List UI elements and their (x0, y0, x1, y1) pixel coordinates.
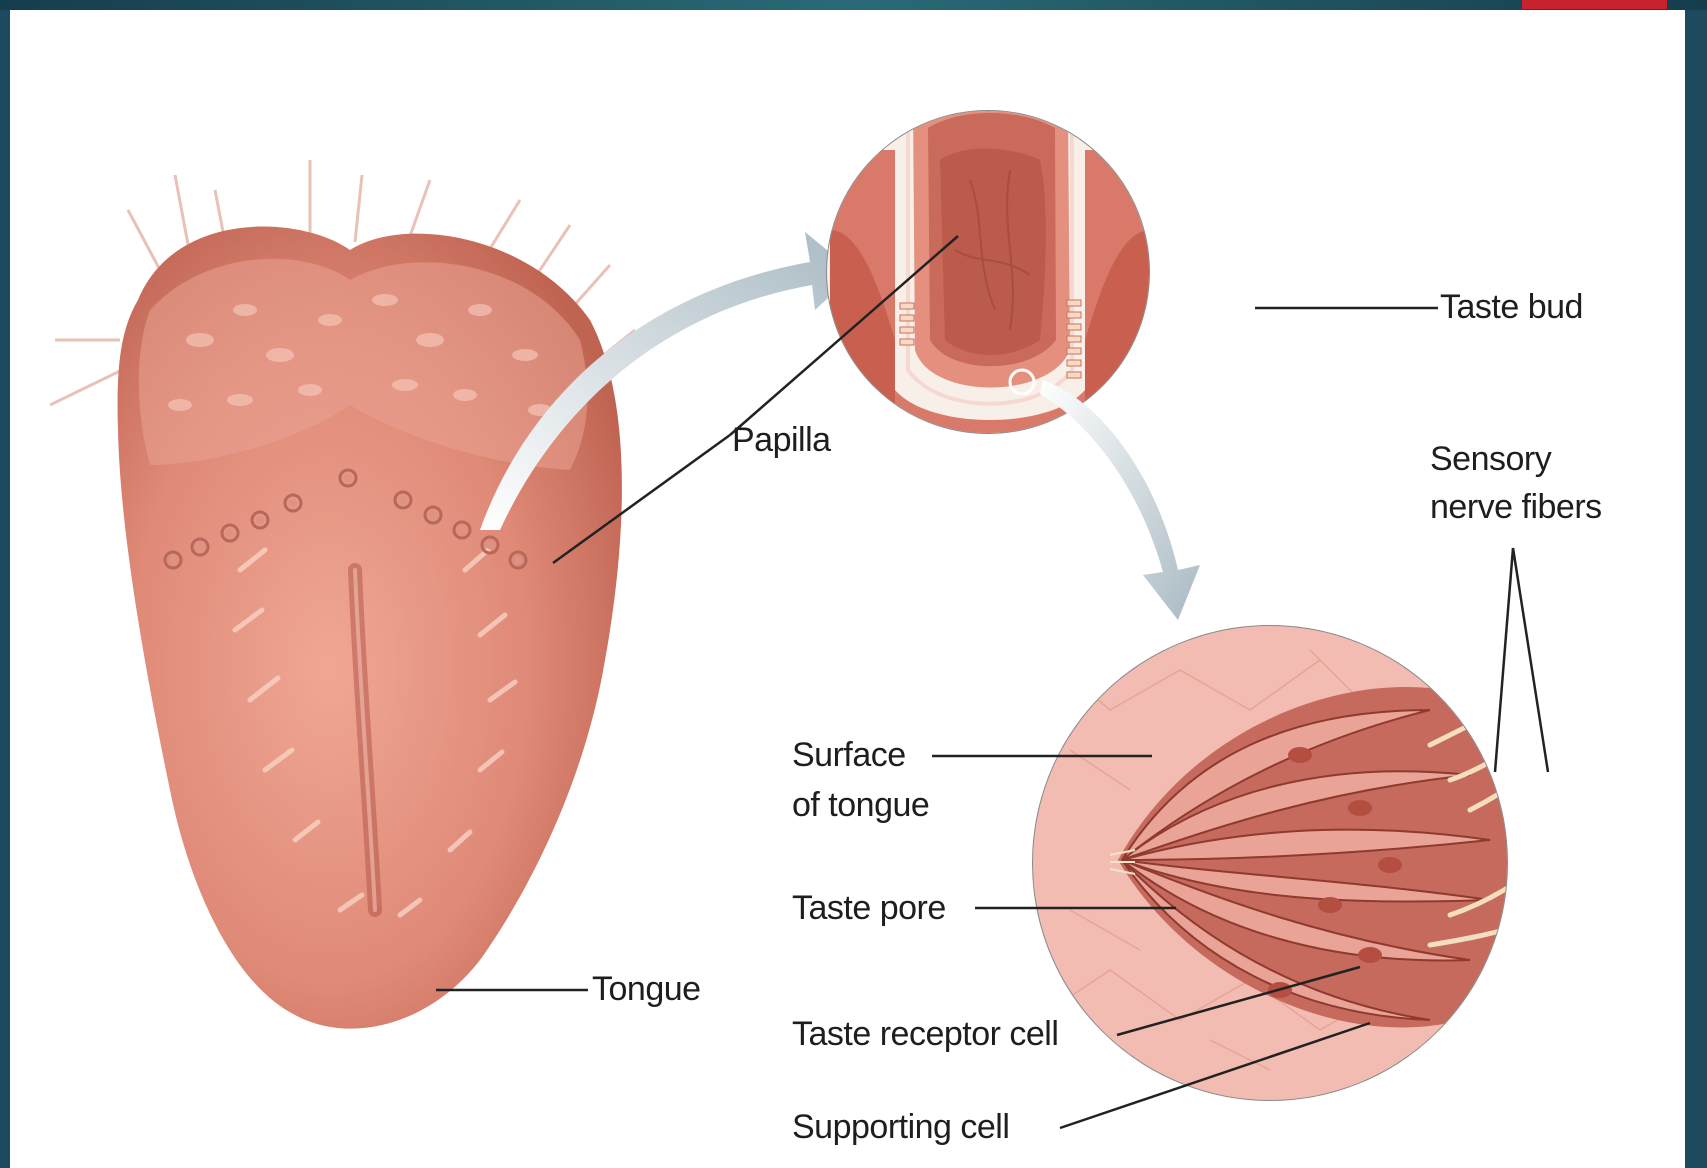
frame-top-bar (0, 0, 1707, 10)
zoom-arrow-2 (1040, 380, 1200, 620)
label-supporting-cell: Supporting cell (792, 1103, 1009, 1151)
label-sensory-line2: nerve fibers (1430, 483, 1602, 531)
tongue-taste-diagram (10, 10, 1685, 1168)
label-sensory-line1: Sensory (1430, 435, 1551, 483)
taste-bud-inset (1030, 620, 1520, 1100)
accent-tab (1522, 0, 1667, 9)
label-surface-line1: Surface (792, 731, 906, 779)
label-taste-bud: Taste bud (1440, 283, 1583, 331)
label-taste-pore: Taste pore (792, 884, 946, 932)
label-tongue: Tongue (592, 965, 701, 1013)
label-taste-receptor-cell: Taste receptor cell (792, 1010, 1058, 1058)
tongue-illustration (50, 160, 635, 1029)
label-surface-line2: of tongue (792, 781, 929, 829)
papilla-inset (820, 95, 1160, 450)
label-papilla: Papilla (732, 416, 831, 464)
figure-panel: Tongue Papilla Taste bud Sensory nerve f… (10, 10, 1685, 1168)
